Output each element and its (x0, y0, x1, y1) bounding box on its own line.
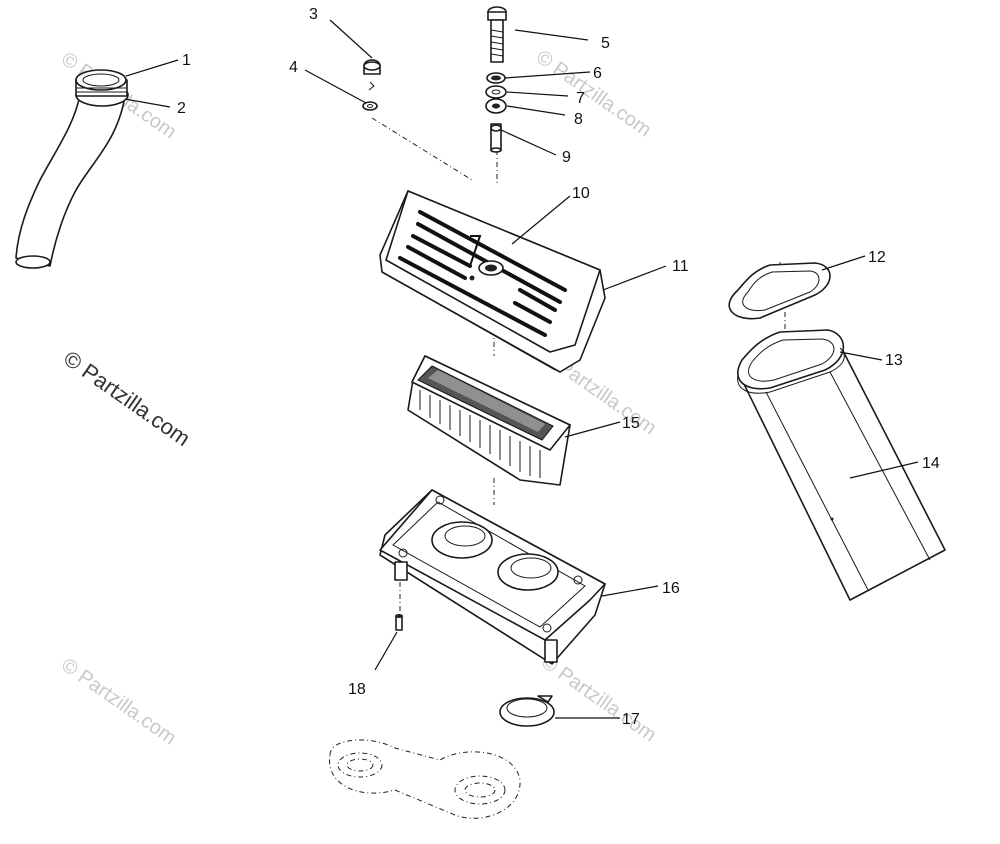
callout-15: 15 (622, 415, 640, 432)
callout-6: 6 (593, 65, 602, 82)
callout-11: 11 (672, 258, 689, 275)
part-filter-element (407, 355, 571, 486)
callout-9: 9 (562, 149, 571, 166)
part-intake-tube (15, 69, 129, 269)
part-bolt-stack (485, 6, 507, 153)
callout-14: 14 (922, 455, 940, 472)
watermark-faint: © Partzilla.com (537, 651, 660, 746)
part-airbox-cover (379, 190, 606, 373)
callout-3: 3 (309, 6, 318, 23)
callout-2: 2 (177, 100, 186, 117)
watermark-faint: © Partzilla.com (57, 654, 180, 749)
part-plug (362, 59, 381, 111)
callout-16: 16 (662, 580, 680, 597)
callout-10: 10 (572, 185, 590, 202)
callout-13: 13 (885, 352, 903, 369)
callout-5: 5 (601, 35, 610, 52)
watermark-main: © Partzilla.com (59, 346, 195, 452)
callout-4: 4 (289, 59, 298, 76)
callout-17: 17 (622, 711, 640, 728)
phantom-gasket (329, 739, 521, 819)
cover-ribs (398, 210, 567, 337)
part-oval-gasket (728, 262, 831, 320)
part-intake-duct (737, 329, 946, 601)
callout-1: 1 (182, 52, 191, 69)
leader-lines (124, 19, 919, 719)
callout-8: 8 (574, 111, 583, 128)
part-airbox-base (379, 489, 606, 665)
callout-12: 12 (868, 249, 886, 266)
part-drain-cap (499, 695, 555, 727)
callout-7: 7 (576, 90, 585, 107)
part-screw (395, 614, 403, 631)
watermark-faint: © Partzilla.com (532, 46, 655, 141)
callout-labels: 1 2 3 4 5 6 7 8 9 10 11 12 13 14 15 16 1… (177, 6, 940, 728)
callout-18: 18 (348, 681, 366, 698)
